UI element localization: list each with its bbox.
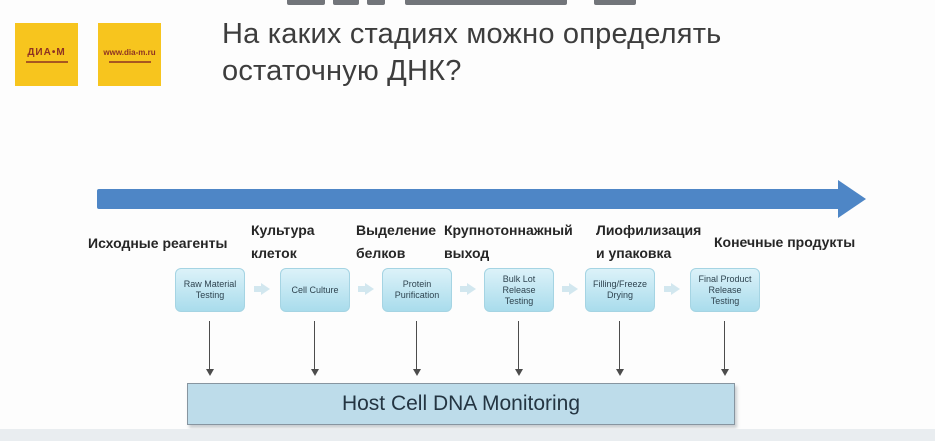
down-arrow-icon	[310, 321, 319, 376]
stage-label-line: и упаковка	[596, 245, 672, 261]
stage-label-line: Выделение	[356, 222, 437, 238]
down-arrow-icon	[720, 321, 729, 376]
host-cell-dna-monitoring-label: Host Cell DNA Monitoring	[341, 392, 581, 415]
stage-label-cell-culture: Культура клеток	[251, 219, 315, 265]
process-box-line: Purification	[394, 290, 440, 300]
process-box-line: Testing	[710, 295, 740, 306]
stage-label-protein-isolation: Выделение белков	[356, 219, 436, 265]
artifact-bar	[287, 0, 325, 5]
process-box-line: Bulk Lot	[502, 273, 536, 284]
process-box-raw-material-testing: Raw Material Testing	[175, 268, 245, 312]
stage-label-bulk-yield: Крупнотоннажный выход	[444, 219, 573, 265]
slide-title: На каких стадиях можно определять остато…	[222, 16, 922, 90]
stage-label-line: Лиофилизация	[596, 222, 702, 238]
diam-logo-tagline	[25, 60, 68, 63]
artifact-bar	[367, 0, 385, 5]
stage-label-line: Крупнотоннажный	[444, 222, 573, 238]
process-box-protein-purification: Protein Purification	[382, 268, 452, 312]
artifact-bar	[594, 0, 636, 5]
process-box-line: Testing	[195, 290, 225, 300]
process-box-line: Filling/Freeze	[592, 279, 648, 289]
down-arrow-icon	[615, 321, 624, 376]
down-arrow-icon	[412, 321, 421, 376]
stage-label-line: клеток	[251, 245, 297, 261]
process-box-final-product-release: Final Product Release Testing	[690, 268, 760, 312]
slide-title-line1: На каких стадиях можно определять	[222, 18, 722, 50]
process-box-line: Release	[502, 284, 536, 295]
process-box-bulk-lot-release: Bulk Lot Release Testing	[484, 268, 554, 312]
process-box-line: Raw Material	[183, 279, 237, 289]
process-box-cell-culture: Cell Culture	[280, 268, 350, 312]
slide-title-line2: остаточную ДНК?	[222, 55, 462, 87]
stage-label-line: белков	[356, 245, 406, 261]
diam-logo: ДИА•М	[15, 23, 78, 86]
process-box-line: Cell Culture	[291, 284, 339, 295]
process-box-line: Testing	[504, 295, 534, 306]
diam-site-tagline	[108, 60, 151, 63]
stage-label-final-products: Конечные продукты	[714, 231, 855, 254]
process-box-line: Drying	[606, 290, 633, 300]
stage-label-line: выход	[444, 245, 490, 261]
down-arrow-icon	[205, 321, 214, 376]
chevron-right-icon	[664, 283, 680, 295]
process-box-line: Release	[708, 284, 742, 295]
host-cell-dna-monitoring-box: Host Cell DNA Monitoring	[187, 383, 735, 425]
chevron-right-icon	[358, 283, 374, 295]
artifact-bar	[333, 0, 359, 5]
artifact-bar	[405, 0, 567, 5]
chevron-right-icon	[254, 283, 270, 295]
diam-site-text: www.dia-m.ru	[103, 47, 156, 57]
stage-label-line: Культура	[251, 222, 315, 238]
chevron-right-icon	[460, 283, 476, 295]
stage-label-line: Исходные реагенты	[88, 235, 228, 251]
diam-site-logo: www.dia-m.ru	[98, 23, 161, 86]
timeline-arrow-body	[97, 189, 838, 209]
diam-logo-text: ДИА•М	[27, 46, 66, 58]
footer-strip	[0, 429, 935, 441]
stage-label-lyophilization: Лиофилизация и упаковка	[596, 219, 701, 265]
process-box-line: Final Product	[698, 273, 752, 284]
stage-label-line: Конечные продукты	[714, 234, 856, 250]
stage-label-raw-materials: Исходные реагенты	[88, 232, 227, 255]
chevron-right-icon	[562, 283, 578, 295]
process-box-filling-freeze-drying: Filling/Freeze Drying	[585, 268, 655, 312]
down-arrow-icon	[514, 321, 523, 376]
timeline-arrow-head-icon	[838, 180, 866, 218]
process-box-line: Protein	[402, 279, 432, 289]
